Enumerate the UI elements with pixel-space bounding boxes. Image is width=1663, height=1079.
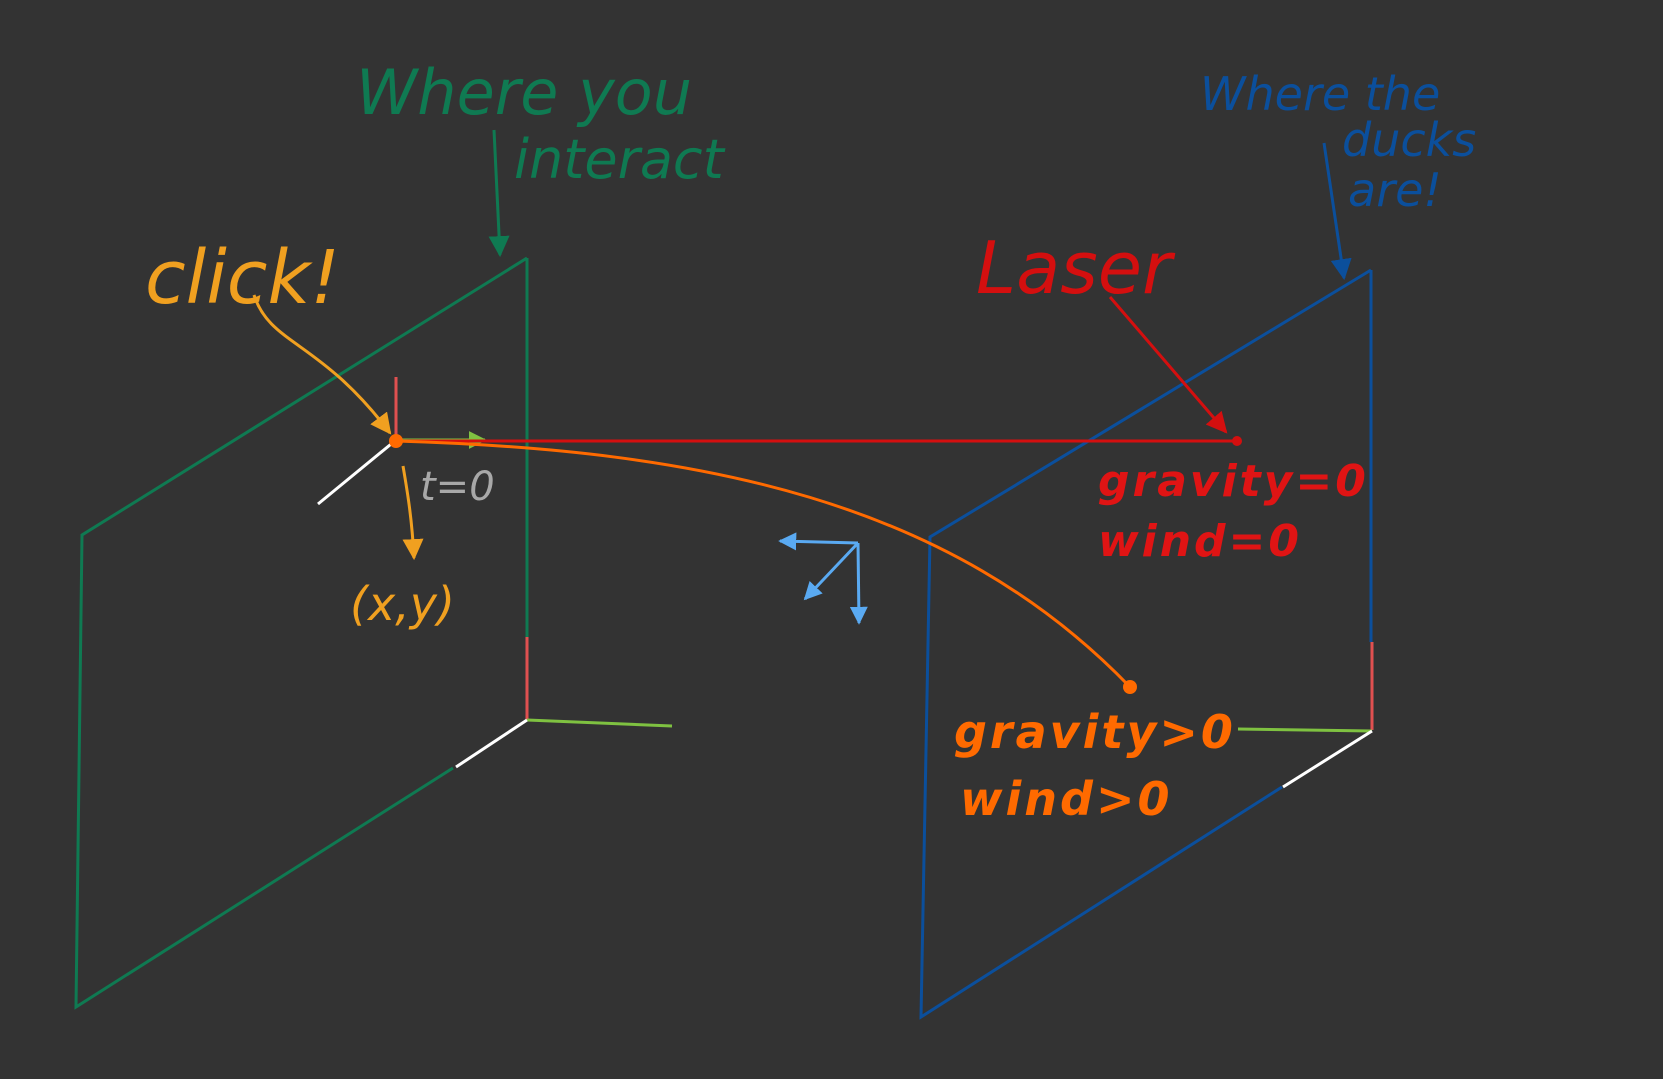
far-plane-outline [919, 268, 1372, 1020]
ducks-arrow [1322, 142, 1352, 281]
force-arrow-diagonal [803, 541, 860, 601]
ducks-label-line3: are! [1348, 163, 1442, 217]
far-axis-y [1237, 727, 1373, 733]
ducks-label-line1: Where the [1200, 67, 1440, 121]
ducks-label-line2: ducks [1342, 113, 1476, 167]
near-plane-outline [74, 256, 528, 1010]
near-axis-y [526, 718, 673, 728]
xy-label: (x,y) [350, 577, 455, 631]
near-axis-z [455, 718, 528, 769]
laser-gravity-label: gravity=0 [1098, 456, 1369, 507]
force-arrows [778, 532, 868, 625]
laser-label: Laser [976, 226, 1176, 310]
interact-arrow [488, 129, 510, 258]
projectile-trajectory [389, 434, 1137, 694]
click-label: click! [145, 235, 340, 321]
near-axis-triad [455, 637, 673, 769]
laser-wind-label: wind=0 [1098, 516, 1302, 567]
near-plane [74, 256, 529, 1010]
projectile-endpoint [1123, 680, 1137, 694]
force-arrow-left [778, 532, 859, 551]
interact-label-line2: interact [514, 128, 726, 191]
force-arrow-down [849, 542, 868, 625]
projectile-gravity-label: gravity>0 [954, 705, 1236, 759]
laser-endpoint [1232, 436, 1242, 446]
projectile-wind-label: wind>0 [960, 772, 1173, 826]
laser-arrow [1108, 296, 1228, 434]
xy-arrow [401, 465, 424, 561]
interact-label-line1: Where you [356, 56, 692, 129]
laser-beam [396, 436, 1242, 446]
projectile-curve [395, 439, 1132, 689]
far-axis-z [1282, 729, 1373, 789]
t0-label: t=0 [420, 464, 495, 510]
click-arrow [252, 294, 392, 435]
click-origin-point [389, 434, 403, 448]
far-plane [919, 268, 1373, 1020]
far-axis-triad [1237, 642, 1374, 789]
click-axis-z [317, 438, 397, 506]
